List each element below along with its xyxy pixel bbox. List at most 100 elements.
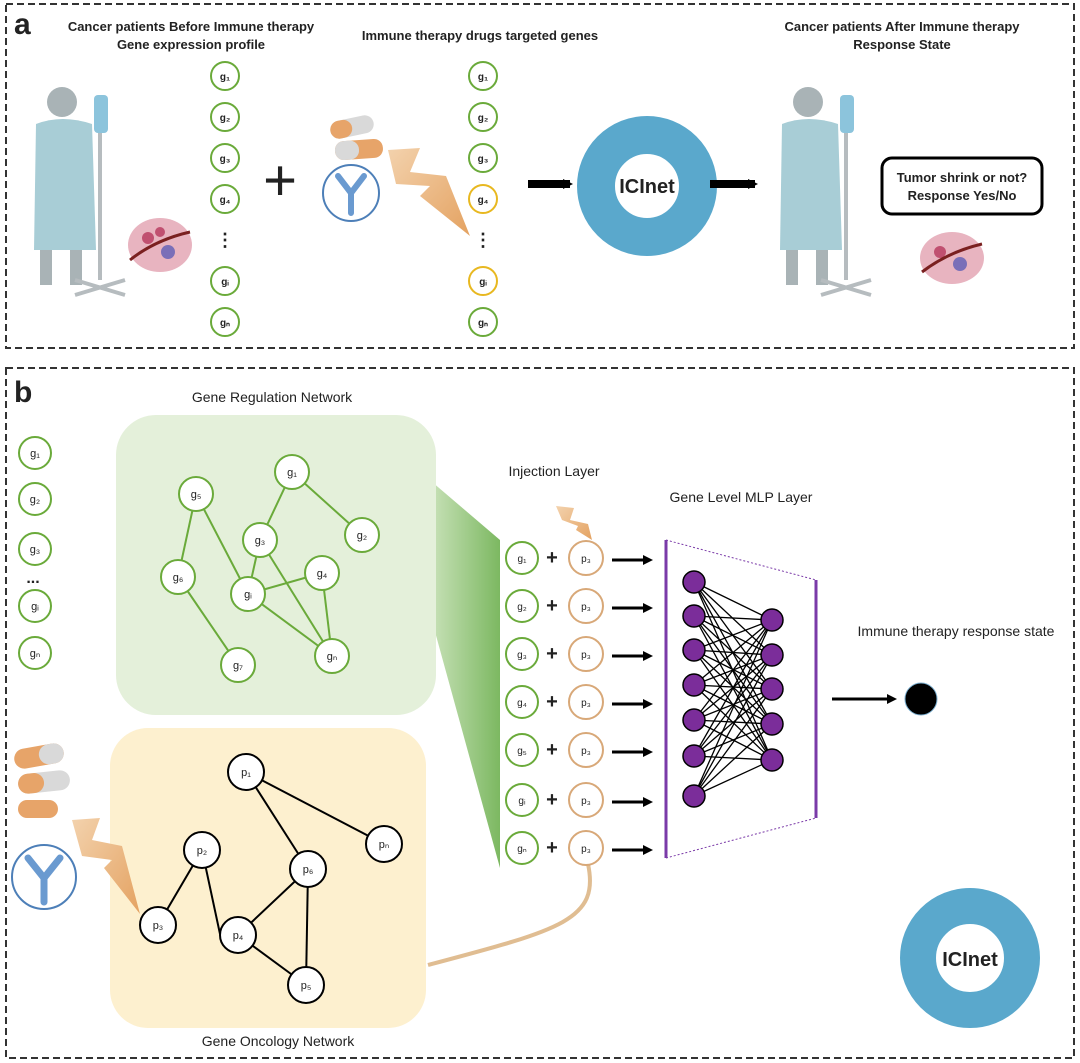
left-title-2: Gene expression profile (117, 37, 265, 52)
mid-title: Immune therapy drugs targeted genes (362, 28, 598, 43)
gon-node-label: pₙ (379, 839, 390, 851)
patient-before-figure (34, 87, 126, 297)
lightning-icon-b (72, 818, 140, 914)
mlp-edge (693, 619, 773, 686)
injection-gene: g₄ (517, 698, 527, 709)
grn-title: Gene Regulation Network (192, 389, 353, 405)
plus-sign: + (263, 148, 297, 213)
mlp-edge (693, 755, 773, 761)
tumor-tissue-before-icon (128, 218, 192, 272)
gon-node-label: p₁ (241, 767, 251, 779)
injection-title: Injection Layer (508, 463, 599, 479)
injection-drug: p₃ (581, 844, 591, 855)
plus-icon: + (546, 789, 558, 811)
output-title: Immune therapy response state (858, 623, 1055, 639)
lightning-icon (388, 148, 470, 236)
target-gene-label: gᵢ (479, 277, 487, 288)
injection-gene: g₃ (517, 650, 527, 661)
mlp-neuron (682, 638, 706, 662)
mlp-title: Gene Level MLP Layer (670, 489, 813, 505)
icinet-model-ring-b: ICInet (900, 888, 1040, 1028)
injection-drug: p₃ (581, 698, 591, 709)
panel-a: a Cancer patients Before Immune therapy … (5, 3, 1075, 349)
target-gene-label: g₁ (478, 72, 488, 83)
mlp-edge (693, 723, 773, 757)
input-gene-label: g₂ (30, 494, 40, 506)
gon-node-label: p₅ (301, 980, 312, 992)
target-gene-label: g₄ (478, 195, 489, 206)
mlp-edge (693, 581, 773, 621)
gon-node-label: p₆ (303, 864, 314, 876)
injection-row: gᵢ + p₃ (505, 782, 653, 818)
lightning-icon-c (556, 506, 592, 540)
mlp-neuron (682, 673, 706, 697)
response-box: Tumor shrink or not? Response Yes/No (880, 156, 1044, 216)
input-genes-column: g₁ g₂ g₃ ... gᵢ gₙ (18, 436, 52, 670)
injection-gene: g₅ (517, 746, 527, 757)
mlp-edge (693, 619, 773, 757)
panel-a-letter: a (14, 8, 31, 41)
mlp-neuron (682, 784, 706, 808)
mlp-edge (693, 688, 773, 797)
injection-gene: gᵢ (518, 796, 526, 807)
plus-icon: + (546, 691, 558, 713)
injection-layer: g₁ + p₃ g₂ + p₃ g₃ + p₃ (505, 540, 653, 866)
grn-node-label: g₃ (255, 535, 266, 547)
antibody-icon (322, 164, 380, 222)
mlp-edge (693, 723, 773, 797)
plus-icon: + (546, 837, 558, 859)
right-title-2: Response State (853, 37, 951, 52)
plus-icon: + (546, 739, 558, 761)
mlp-layer (664, 539, 818, 859)
injection-drug: p₃ (581, 746, 591, 757)
mlp-neuron (682, 570, 706, 594)
input-gene-label: gₙ (30, 648, 41, 660)
plus-icon: + (546, 547, 558, 569)
mlp-edge (693, 688, 773, 757)
gene-ellipsis: ⋮ (216, 230, 234, 250)
injection-drug: p₃ (581, 554, 591, 565)
grn-node-label: gₙ (327, 651, 338, 663)
input-gene-label: g₁ (30, 448, 40, 460)
input-gene-label: gᵢ (31, 601, 39, 613)
target-gene-label: gₙ (478, 318, 488, 329)
grn-node-label: g₄ (317, 568, 328, 580)
panel-b: b g₁ g₂ g₃ ... gᵢ gₙ Gene Regulation Net… (5, 367, 1075, 1059)
grn-projection (418, 470, 500, 868)
mlp-neuron (682, 744, 706, 768)
mlp-edge (693, 654, 773, 797)
grn-node-label: g₂ (357, 530, 367, 542)
panel-b-letter: b (14, 376, 32, 409)
mlp-neuron (760, 677, 784, 701)
gene-oncology-network: Gene Oncology Network p₁ p₂ (110, 728, 426, 1049)
mlp-neuron (760, 643, 784, 667)
plus-icon: + (546, 595, 558, 617)
response-line-1: Tumor shrink or not? (897, 170, 1028, 185)
gene-regulation-network: Gene Regulation Network (116, 389, 436, 715)
mlp-edge (693, 619, 773, 651)
plus-icon: + (546, 643, 558, 665)
drug-pills-icon-b (14, 743, 70, 818)
mlp-neuron (682, 604, 706, 628)
injection-gene: gₙ (517, 844, 527, 855)
mlp-neuron (682, 708, 706, 732)
grn-node-label: g₇ (233, 660, 243, 672)
injection-row: g₄ + p₃ (505, 684, 653, 720)
gene-label: g₂ (220, 113, 231, 124)
output-node (904, 682, 938, 716)
mlp-neuron (760, 748, 784, 772)
injection-row: g₅ + p₃ (505, 732, 653, 768)
tumor-tissue-after-icon (920, 232, 984, 284)
left-title-1: Cancer patients Before Immune therapy (68, 19, 315, 34)
grn-node-label: g₆ (173, 572, 184, 584)
target-gene-label: g₂ (478, 113, 489, 124)
injection-row: g₂ + p₃ (505, 588, 653, 624)
gon-node-label: p₄ (233, 930, 244, 942)
patient-after-figure (780, 87, 872, 297)
target-gene-ellipsis: ⋮ (474, 230, 492, 250)
injection-row: g₁ + p₃ (505, 540, 653, 576)
mlp-edge (693, 759, 773, 797)
gene-label: g₃ (220, 154, 231, 165)
gon-node-label: p₂ (197, 845, 207, 857)
gon-title: Gene Oncology Network (202, 1033, 356, 1049)
